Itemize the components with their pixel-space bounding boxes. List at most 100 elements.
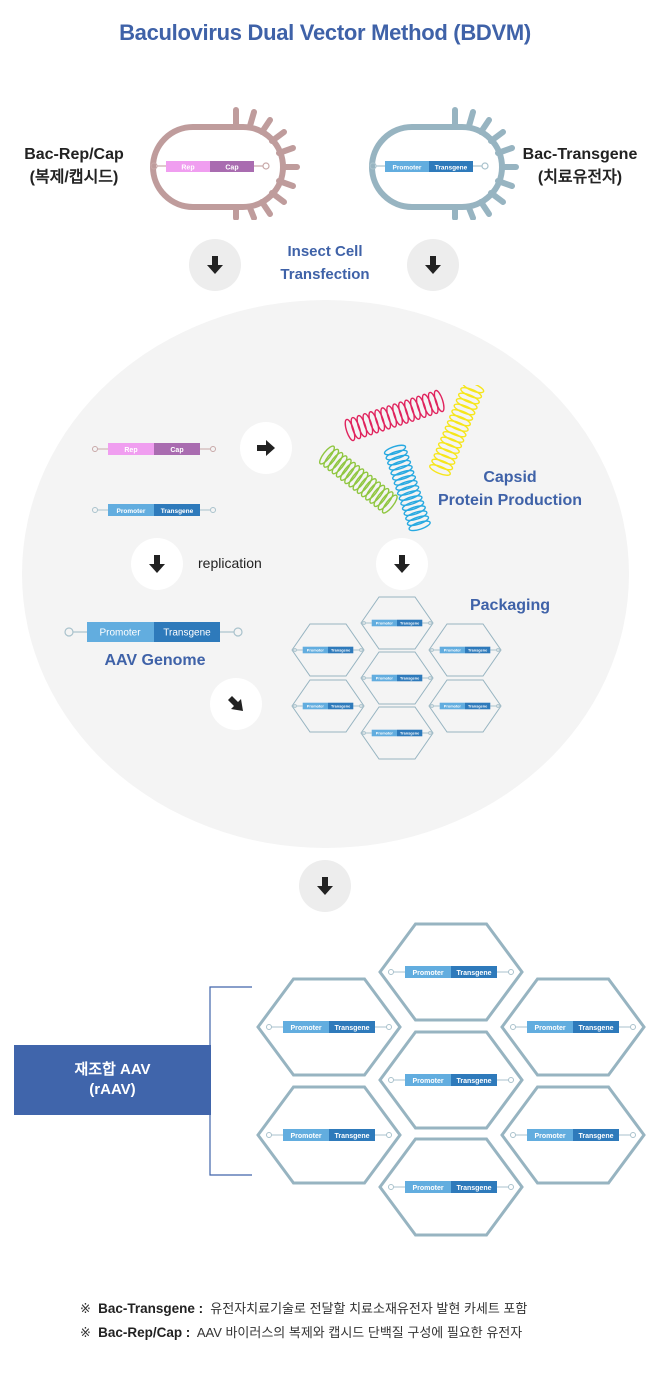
capsid-hexagon: Promoter Transgene (360, 651, 434, 705)
aav-genome-cassette: Promoter Transgene (64, 622, 243, 642)
transgene-segment-label: Transgene (578, 1133, 613, 1140)
transgene-segment-label: Transgene (435, 165, 468, 172)
protein-helix (344, 389, 445, 442)
note-term: Bac-Transgene (98, 1301, 195, 1316)
transfection-label-line2: Transfection (280, 266, 370, 283)
raav-box: 재조합 AAV (rAAV) (14, 1045, 211, 1115)
aav-genome-label: AAV Genome (104, 652, 206, 669)
transgene-segment-label: Transgene (163, 628, 211, 639)
transgene-segment-label: Transgene (161, 508, 194, 515)
arrow-down-replication (131, 538, 183, 590)
transgene-segment-label: Transgene (331, 705, 350, 709)
promoter-segment-label: Promoter (412, 1078, 443, 1085)
arrow-down-icon (425, 256, 441, 274)
rep-cap-cassette: Rep Cap (92, 443, 216, 455)
capsid-hexagon: Promoter Transgene (428, 623, 502, 677)
promoter-segment-label: Promoter (307, 705, 325, 709)
arrow-right-icon (257, 440, 275, 456)
arrow-right-step (240, 422, 292, 474)
capsid-proteins (318, 385, 485, 532)
note-rep-cap: ※ Bac-Rep/Cap : AAV 바이러스의 복제와 캡시드 단백질 구성… (80, 1322, 522, 1341)
rep-cap-label: Bac-Rep/Cap (복제/캡시드) (14, 143, 134, 189)
arrow-down-icon (394, 555, 410, 573)
capsid-label: Capsid Protein Production (425, 466, 595, 512)
rep-segment-label: Rep (181, 165, 194, 172)
diagram-title: Baculovirus Dual Vector Method (BDVM) (119, 20, 531, 45)
promoter-segment-label: Promoter (307, 649, 325, 653)
promoter-segment-label: Promoter (99, 628, 141, 639)
cap-segment-label: Cap (170, 447, 183, 454)
note-text: AAV 바이러스의 복제와 캡시드 단백질 구성에 필요한 유전자 (196, 1325, 523, 1340)
capsid-hexagon: Promoter Transgene (378, 1030, 524, 1130)
raav-box-line2: (rAAV) (89, 1081, 136, 1098)
promoter-segment-label: Promoter (117, 508, 146, 515)
transgene-segment-label: Transgene (334, 1133, 369, 1140)
capsid-hexagon: Promoter Transgene (360, 706, 434, 760)
rep-segment-label: Rep (124, 447, 137, 454)
arrow-down-right (407, 239, 459, 291)
replication-label: replication (198, 555, 262, 571)
transgene-segment-label: Transgene (456, 1078, 491, 1085)
transgene-label: Bac-Transgene (치료유전자) (515, 143, 645, 189)
capsid-hexagon: Promoter Transgene (291, 623, 365, 677)
baculovirus-transgene-icon: Promoter Transgene (369, 107, 519, 220)
capsid-hexagon: Promoter Transgene (256, 977, 402, 1077)
arrow-down-icon (317, 877, 333, 895)
packaging-label: Packaging (469, 597, 551, 614)
transgene-segment-label: Transgene (468, 649, 487, 653)
note-transgene: ※ Bac-Transgene : 유전자치료기술로 전달할 치료소재유전자 발… (80, 1298, 527, 1317)
promoter-segment-label: Promoter (376, 732, 394, 736)
protein-helix (383, 444, 431, 532)
transgene-korean: (치료유전자) (537, 169, 623, 186)
transgene-segment-label: Transgene (400, 622, 419, 626)
insect-cell (22, 300, 629, 848)
capsid-hexagon: Promoter Transgene (291, 679, 365, 733)
promoter-segment-label: Promoter (376, 622, 394, 626)
protein-helix (429, 385, 485, 476)
promoter-segment-label: Promoter (376, 677, 394, 681)
transgene-name: Bac-Transgene (522, 146, 638, 163)
capsid-hexagon: Promoter Transgene (360, 596, 434, 650)
capsid-label-line1: Capsid (483, 469, 537, 486)
note-text: 유전자치료기술로 전달할 치료소재유전자 발현 카세트 포함 (210, 1301, 528, 1316)
note-separator: : (198, 1301, 204, 1316)
baculovirus-rep-cap-icon: Rep Cap (150, 107, 300, 220)
transgene-segment-label: Transgene (400, 732, 419, 736)
promoter-segment-label: Promoter (444, 705, 462, 709)
arrow-down-icon (207, 256, 223, 274)
transgene-segment-label: Transgene (400, 677, 419, 681)
promoter-segment-label: Promoter (534, 1133, 565, 1140)
arrow-down-result (299, 860, 351, 912)
promoter-segment-label: Promoter (534, 1025, 565, 1032)
transgene-segment-label: Transgene (578, 1025, 613, 1032)
arrow-down-packaging (376, 538, 428, 590)
capsid-hexagon: Promoter Transgene (500, 1085, 646, 1185)
cap-segment-label: Cap (225, 165, 238, 172)
protein-helix (318, 445, 398, 514)
transfection-label: Insect Cell Transfection (255, 240, 395, 286)
note-mark: ※ (80, 1301, 91, 1316)
note-term: Bac-Rep/Cap (98, 1325, 183, 1340)
transfection-label-line1: Insect Cell (287, 243, 363, 260)
transgene-segment-label: Transgene (456, 1185, 491, 1192)
arrow-down-right-icon (228, 696, 243, 711)
promoter-segment-label: Promoter (393, 165, 422, 172)
arrow-diagonal-step (210, 678, 262, 730)
note-separator: : (185, 1325, 191, 1340)
promoter-segment-label: Promoter (290, 1025, 321, 1032)
transgene-segment-label: Transgene (334, 1025, 369, 1032)
transgene-segment-label: Transgene (456, 970, 491, 977)
transgene-segment-label: Transgene (331, 649, 350, 653)
promoter-segment-label: Promoter (444, 649, 462, 653)
arrow-down-icon (149, 555, 165, 573)
transgene-cassette: Promoter Transgene (92, 504, 216, 516)
raav-box-line1: 재조합 AAV (74, 1061, 151, 1078)
arrow-down-left (189, 239, 241, 291)
rep-cap-name: Bac-Rep/Cap (24, 146, 124, 163)
